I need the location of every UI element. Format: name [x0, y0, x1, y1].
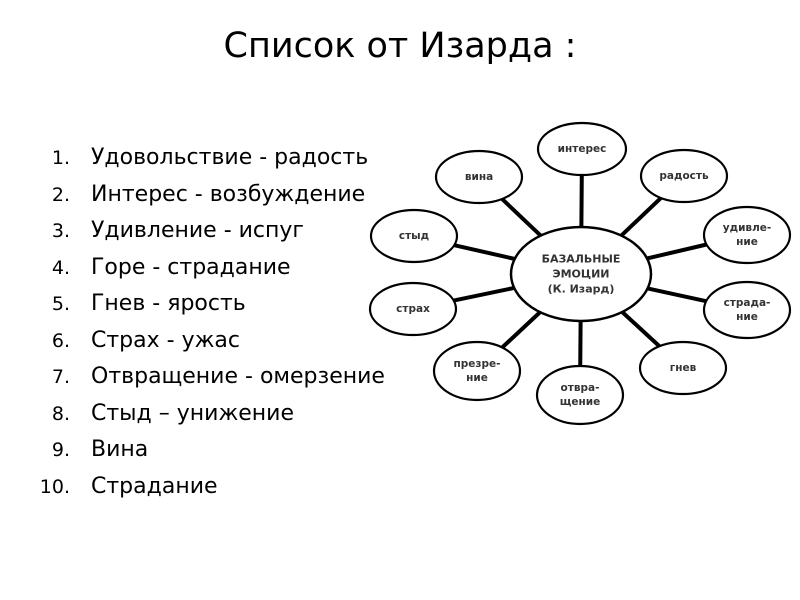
node-ellipse — [536, 121, 628, 177]
node-stradanie: страда-ние — [702, 280, 792, 340]
node-ellipse — [434, 149, 524, 205]
node-label: щение — [560, 396, 600, 408]
node-label: гнев — [670, 362, 697, 374]
node-ellipse — [639, 148, 729, 204]
node-styd: стыд — [369, 208, 459, 264]
node-ellipse — [368, 281, 458, 337]
node-otvraschenie: отвра-щение — [535, 364, 625, 426]
node-gnev: гнев — [638, 340, 728, 396]
connector-line — [500, 310, 542, 349]
connector-line — [620, 310, 661, 348]
center-label: БАЗАЛЬНЫЕ — [542, 253, 621, 266]
emotion-list: 1.Удовольствие - радость 2.Интерес - воз… — [20, 140, 385, 505]
node-vina: вина — [434, 149, 524, 205]
list-item: 9.Вина — [51, 437, 149, 462]
list-item: 3.Удивление - испуг — [51, 218, 304, 243]
connector-line — [500, 197, 543, 238]
node-ellipse — [638, 340, 728, 396]
list-item: 5.Гнев - ярость — [51, 291, 246, 316]
center-label: (К. Изард) — [548, 283, 615, 296]
list-item: 10.Страдание — [39, 473, 218, 499]
list-item: 7.Отвращение - омерзение — [51, 364, 385, 389]
node-label: удивле- — [723, 222, 772, 234]
connector-line — [619, 196, 663, 238]
node-label: ние — [466, 372, 488, 384]
list-item: 2.Интерес - возбуждение — [51, 181, 366, 207]
node-udivlenie: удивле-ние — [702, 205, 792, 265]
node-prezrenie: презре-ние — [432, 340, 522, 402]
node-label: ние — [736, 311, 758, 323]
node-label: страх — [396, 303, 430, 315]
connector-line — [646, 242, 708, 261]
node-ellipse — [702, 280, 792, 340]
center-node: БАЗАЛЬНЫЕ ЭМОЦИИ (К. Изард) — [509, 225, 653, 323]
list-item: 4.Горе - страдание — [51, 254, 291, 280]
center-ellipse — [509, 225, 653, 323]
list-item: 1.Удовольствие - радость — [51, 145, 369, 170]
node-label: интерес — [558, 143, 607, 155]
connector-line — [453, 243, 516, 261]
connector-line — [453, 285, 515, 303]
node-label: вина — [465, 171, 493, 183]
page-title: Список от Изарда : — [223, 26, 577, 66]
diagram-connectors — [453, 174, 708, 367]
center-label: ЭМОЦИИ — [553, 268, 610, 281]
list-item: 6.Страх - ужас — [51, 327, 240, 353]
node-label: стыд — [399, 230, 429, 242]
node-ellipse — [432, 340, 522, 402]
diagram-nodes: интересрадостьудивле-ниестрада-ниегневот… — [368, 121, 792, 426]
node-label: ние — [736, 236, 758, 248]
node-label: страда- — [724, 297, 771, 309]
node-ellipse — [535, 364, 625, 426]
node-interes: интерес — [536, 121, 628, 177]
list-item: 8.Стыд – унижение — [51, 400, 295, 426]
node-radost: радость — [639, 148, 729, 204]
node-label: отвра- — [561, 382, 600, 394]
connector-line — [647, 286, 707, 304]
node-ellipse — [369, 208, 459, 264]
node-label: радость — [659, 170, 709, 182]
node-ellipse — [702, 205, 792, 265]
node-strah: страх — [368, 281, 458, 337]
node-label: презре- — [454, 358, 501, 370]
